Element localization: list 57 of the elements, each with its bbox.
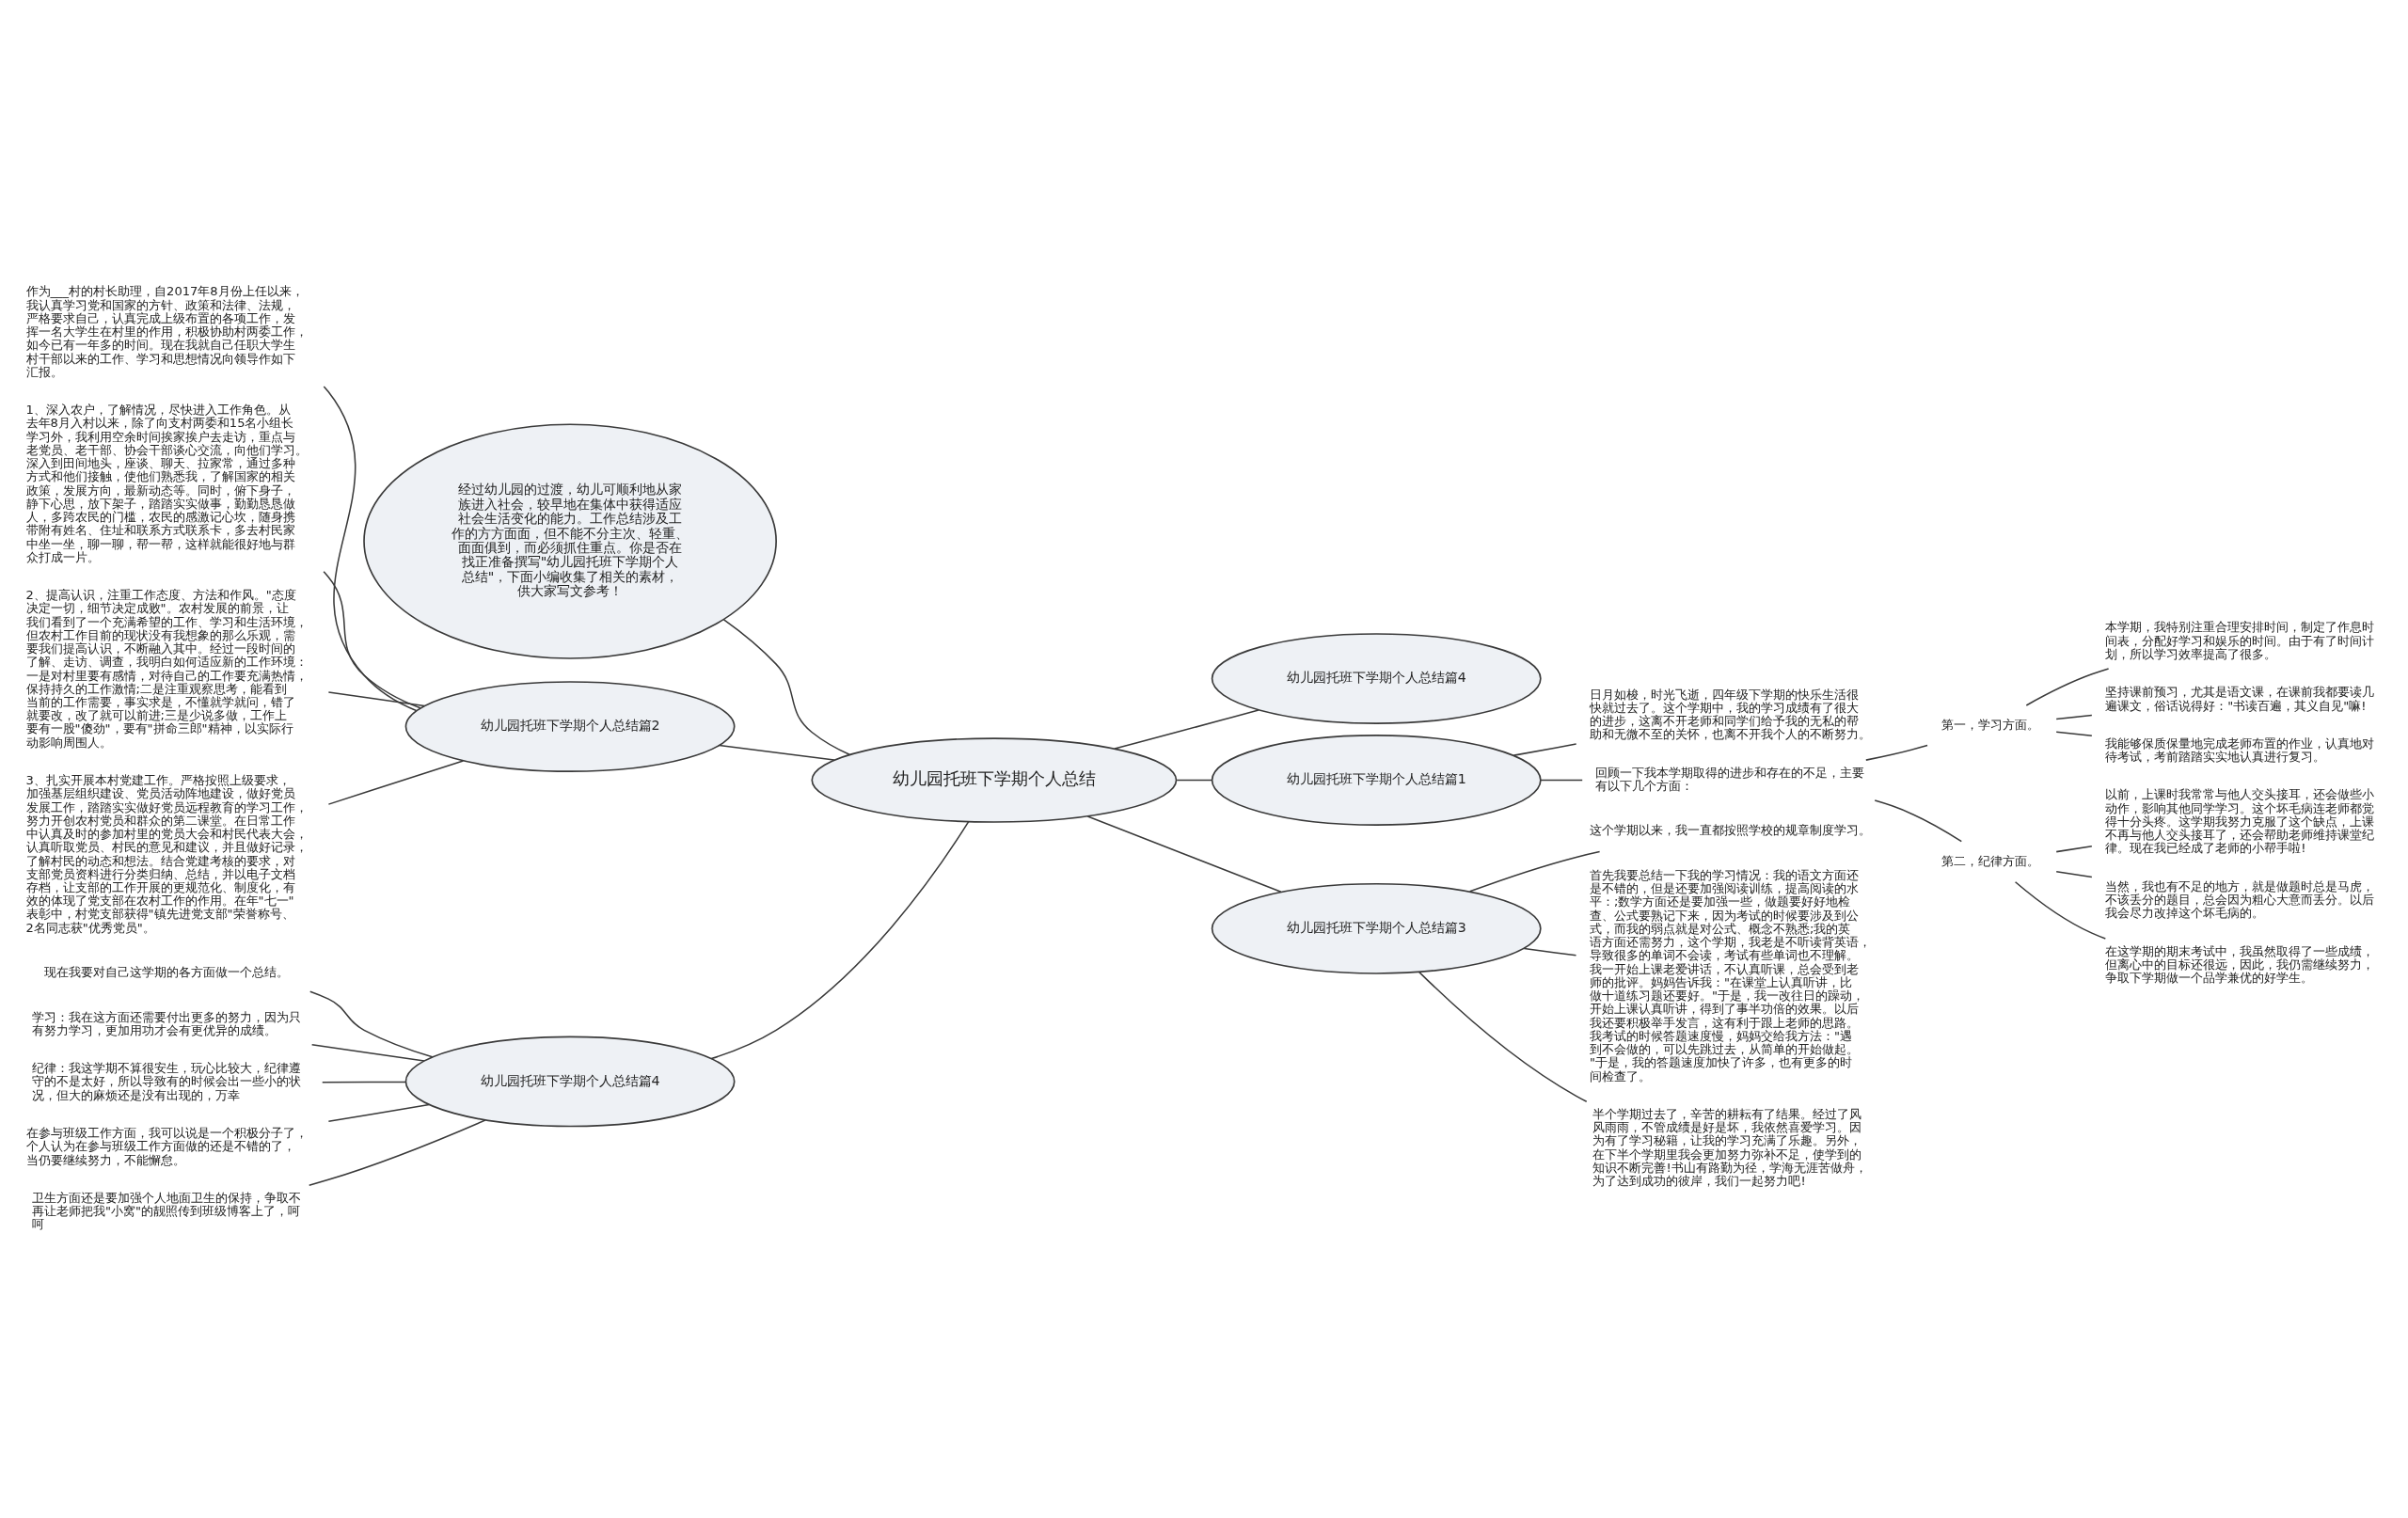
node-text: 我能够保质保量地完成老师布置的作业，认真地对待考试，考前踏踏实实地认真进行复习。 [2105, 735, 2375, 765]
connector [1513, 743, 1577, 756]
connector [1114, 709, 1259, 750]
node-text: 3、扎实开展本村党建工作。严格按照上级要求，加强基层组织建设、党员活动阵地建设，做好党员发展工作，踏踏实实做好党员远程教育的学习工作，努力开创农村党员和群众的第二课堂。在日常工作中认真及时的参加村里的党员大会和村民代表大会，认真听取党员、村民的意见和建议，并且做好记录，了解村民的动态和想法。结合党建考核的要求，对支部党员资料进行分类归纳、总结，并以电子文档存档，让支部的工作开展的更规范化、制度化，有效的体现了党支部在农村工作的作用。在年"七一"表彰中，村党支部获得"镇先进党支部"荣誉称号、2名同志获"优秀党员"。 [25, 773, 308, 935]
connector [2055, 714, 2093, 720]
connector [1874, 799, 1963, 843]
connector [2025, 668, 2110, 706]
node-text: 在这学期的期末考试中，我虽然取得了一些成绩，但离心中的目标还很远，因此，我仍需继续努力，争取下学期做一个品学兼优的好学生。 [2105, 943, 2375, 986]
node-text: 现在我要对自己这学期的各方面做一个总结。 [44, 965, 290, 980]
node-text: 卫生方面还是要加强个人地面卫生的保持，争取不再让老师把我"小窝"的靓照传到班级博客上了，呵呵 [32, 1190, 302, 1232]
node-ellipse: 幼儿园托班下学期个人总结 [811, 737, 1178, 823]
node-text: 日月如梭，时光飞逝，四年级下学期的快乐生活很快就过去了。这个学期中，我的学习成绩有了很大的进步，这离不开老师和同学们给予我的无私的帮助和无微不至的关怀，也离不开我个人的不断努力。 [1589, 687, 1871, 742]
connector [323, 571, 421, 709]
connector [327, 691, 425, 707]
connector [2055, 845, 2093, 853]
connector [2014, 880, 2107, 940]
connector [1176, 779, 1213, 782]
node-text: 1、深入农户，了解情况，尽快进入工作角色。从去年8月入村以来，除了向支村两委和15名小组长学习外，我利用空余时间挨家挨户去走访，重点与老党员、老干部、协会干部谈心交流，向他们学习。深入到田间地头，座谈、聊天、拉家常，通过多种方式和他们接触，使他们熟悉我，了解国家的相关政策，发展方向，最新动态等。同时，俯下身子，静下心思，放下架子，踏踏实实做事，勤勤恳恳做人，多跨农民的门槛，农民的感激记心坎，随身携带附有姓名、住址和联系方式联系卡，多去村民家中坐一坐，聊一聊，帮一帮，这样就能很好地与群众打成一片。 [25, 403, 308, 564]
connector [309, 990, 434, 1058]
node-text: 以前，上课时我常常与他人交头接耳，还会做些小动作，影响其他同学学习。这个坏毛病连老师都觉得十分头疼。这学期我努力克服了这个缺点，上课不再与他人交头接耳了，还会帮助老师维持课堂纪律。现在我已经成了老师的小帮手啦! [2105, 787, 2375, 856]
connector [1540, 779, 1583, 782]
connector [323, 386, 418, 712]
node-text: 半个学期过去了，辛苦的耕耘有了结果。经过了风风雨雨，不管成绩是好是坏，我依然喜爱学习。因为有了学习秘籍，让我的学习充满了乐趣。另外，在下半个学期里我会更加努力弥补不足，使学到的知识不断完善!书山有路勤为径，学海无涯苦做舟，为了达到成功的彼岸，我们一起努力吧! [1592, 1106, 1867, 1189]
node-ellipse: 幼儿园托班下学期个人总结篇1 [1211, 735, 1542, 826]
node-text: 学习：我在这方面还需要付出更多的努力，因为只有努力学习，更加用功才会有更优异的成绩。 [32, 1009, 302, 1037]
node-text: 当然，我也有不足的地方，就是做题时总是马虎，不该丢分的题目，总会因为粗心大意而丢分。以后我会尽力改掉这个坏毛病的。 [2105, 878, 2375, 921]
node-ellipse: 幼儿园托班下学期个人总结篇2 [404, 681, 736, 772]
connector [2055, 731, 2093, 736]
node-text: 第一，学习方面。 [1941, 717, 2039, 732]
connector [1086, 815, 1282, 893]
node-text: 回顾一下我本学期取得的进步和存在的不足，主要有以下几个方面： [1595, 765, 1865, 793]
node-text: 首先我要总结一下我的学习情况：我的语文方面还是不错的，但是还要加强阅读训练，提高阅读的水平：;数学方面还是要加强一些，做题要好好地检查、公式要熟记下来，因为考试的时候要涉及到公式，而我的弱点就是对公式、概念不熟悉;我的英语方面还需努力，这个学期，我老是不听读背英语，导致很多的单词不会读，考试有些单词也不理解。我一开始上课老爱讲话，不认真听课，总会受到老师的批评。妈妈告诉我："在课堂上认真听讲，比做十道练习题还要好。"于是，我一改往日的躁动，开始上课认真听讲，得到了事半功倍的效果。以后我还要积极举手发言，这有利于跟上老师的思路。我考试的时候答题速度慢，妈妈交给我方法："遇到不会做的，可以先跳过去，从简单的开始做起。"于是，我的答题速度加快了许多，也有更多的时间检查了。 [1589, 867, 1871, 1083]
node-ellipse: 幼儿园托班下学期个人总结篇4 [404, 1036, 736, 1128]
node-text: 坚持课前预习，尤其是语文课，在课前我都要读几遍课文，俗话说得好："书读百遍，其义自见"嘛! [2105, 685, 2375, 713]
node-text: 在参与班级工作方面，我可以说是一个积极分子了，个人认为在参与班级工作方面做的还是不错的了，当仍要继续努力，不能懈怠。 [25, 1126, 308, 1167]
connector [1468, 850, 1601, 893]
connector [321, 1081, 407, 1083]
node-text: 纪律：我这学期不算很安生，玩心比较大，纪律遵守的不是太好，所以导致有的时候会出一些小的状况，但大的麻烦还是没有出现的，万幸 [32, 1061, 302, 1102]
node-text: 2、提高认识，注重工作态度、方法和作风。"态度决定一切，细节决定成败"。农村发展的前景，让我们看到了一个充满希望的工作、学习和生活环境，但农村工作目前的现状没有我想象的那么乐观，需要我们提高认识，不断融入其中。经过一段时间的了解、走访、调查，我明白如何适应新的工作环境：一是对村里要有感情，对待自己的工作要充满热情，保持持久的工作激情;二是注重观察思考，能看到当前的工作需要，事实求是，不懂就学就问，错了就要改，改了就可以前进;三是少说多做，工作上要有一股"傻劲"，要有"拼命三郎"精神，以实际行动影响周围人。 [25, 588, 308, 750]
node-text: 本学期，我特别注重合理安排时间，制定了作息时间表，分配好学习和娱乐的时间。由于有了时间计划，所以学习效率提高了很多。 [2105, 620, 2375, 661]
connector [308, 1119, 486, 1186]
connector [2055, 870, 2093, 878]
node-text: 作为___村的村长助理，自2017年8月份上任以来，我认真学习党和国家的方针、政策和法律、法规，严格要求自己，认真完成上级布置的各项工作，发挥一名大学生在村里的作用，积极协助村两委工作，如今已有一年多的时间。现在我就自己任职大学生村干部以来的工作、学习和思想情况向领导作如下汇报。 [25, 284, 308, 379]
node-ellipse: 经过幼儿园的过渡，幼儿可顺利地从家族进入社会，较早地在集体中获得适应社会生活变化的能力。工作总结涉及工作的方方面面，但不能不分主次、轻重、面面俱到，而必须抓住重点。你是否在找正准备撰写"幼儿园托班下学期个人总结"，下面小编收集了相关的素材，供大家写文参考！ [363, 423, 777, 659]
node-text: 这个学期以来，我一直都按照学校的规章制度学习。 [1589, 823, 1871, 838]
node-ellipse: 幼儿园托班下学期个人总结篇4 [1211, 633, 1542, 724]
connector [310, 1044, 425, 1062]
connector [710, 820, 970, 1060]
connector [1865, 744, 1928, 761]
connector [718, 744, 835, 761]
connector [327, 760, 465, 805]
connector [722, 619, 850, 756]
connector [1523, 947, 1577, 957]
connector [1418, 971, 1588, 1102]
connector [327, 1103, 430, 1123]
node-ellipse: 幼儿园托班下学期个人总结篇3 [1211, 882, 1542, 974]
node-text: 第二，纪律方面。 [1941, 853, 2039, 868]
